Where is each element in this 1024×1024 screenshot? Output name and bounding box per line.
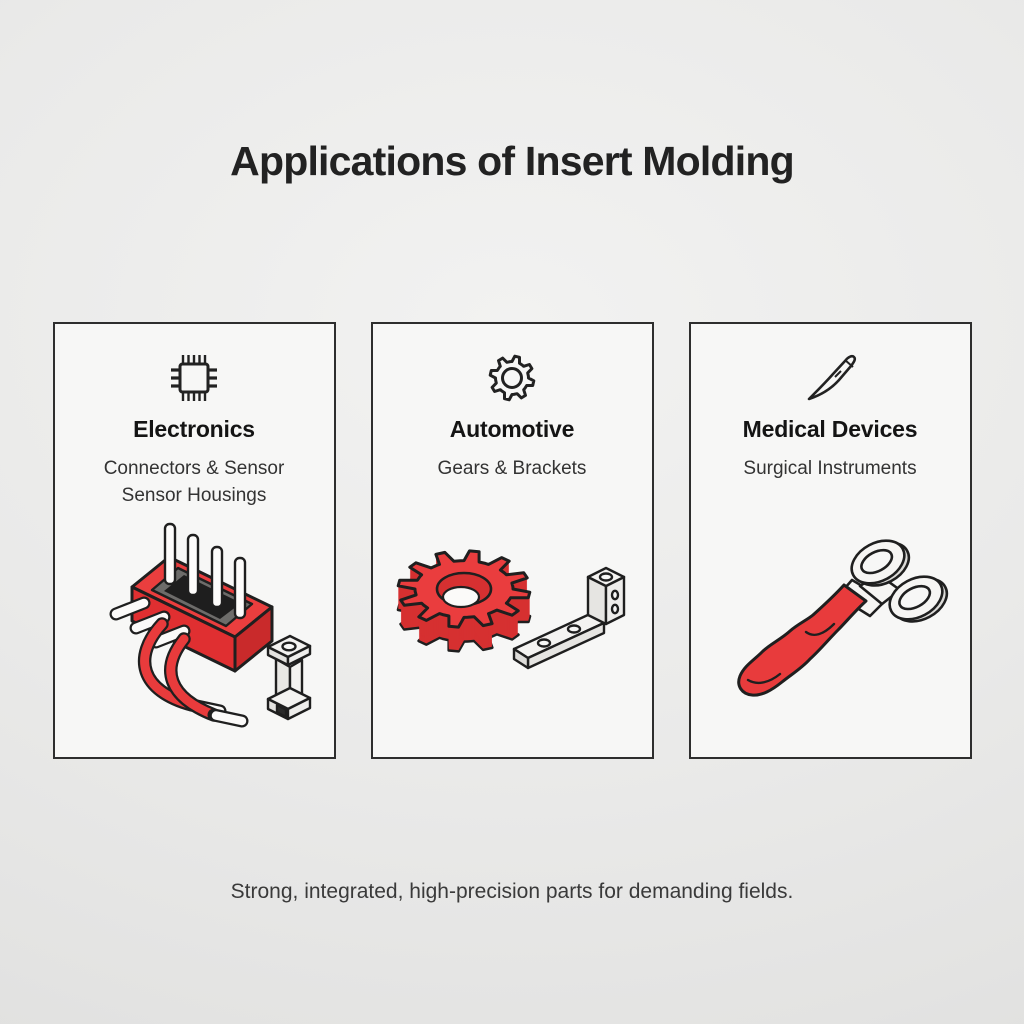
card-electronics: Electronics Connectors & Sensor Sensor H… [52, 322, 336, 759]
card-subtitle-electronics: Connectors & Sensor Sensor Housings [104, 456, 285, 509]
card-automotive: Automotive Gears & Brackets [370, 322, 654, 759]
card-subtitle-medical: Surgical Instruments [743, 456, 916, 483]
card-title-electronics: Electronics [133, 416, 255, 442]
subtitle-line: Connectors & Sensor [103, 458, 285, 479]
footer-caption: Strong, integrated, high-precision parts… [230, 880, 794, 903]
card-title-automotive: Automotive [449, 416, 575, 442]
gear-icon [483, 346, 541, 410]
cards-row: Electronics Connectors & Sensor Sensor H… [0, 322, 1024, 759]
connector-illustration [55, 509, 334, 757]
subtitle-line: Sensor Housings [121, 484, 267, 506]
card-medical: Medical Devices Surgical Instruments [688, 322, 972, 759]
gear-bracket-illustration [373, 483, 652, 757]
chip-icon [163, 346, 225, 410]
page-title: Applications of Insert Molding [230, 138, 794, 184]
scalpel-icon [799, 346, 861, 410]
subtitle-line: Surgical Instruments [743, 458, 917, 479]
card-subtitle-automotive: Gears & Brackets [438, 456, 587, 483]
subtitle-line: Gears & Brackets [437, 458, 587, 479]
card-title-medical: Medical Devices [742, 416, 918, 442]
surgical-instrument-illustration [691, 483, 970, 757]
